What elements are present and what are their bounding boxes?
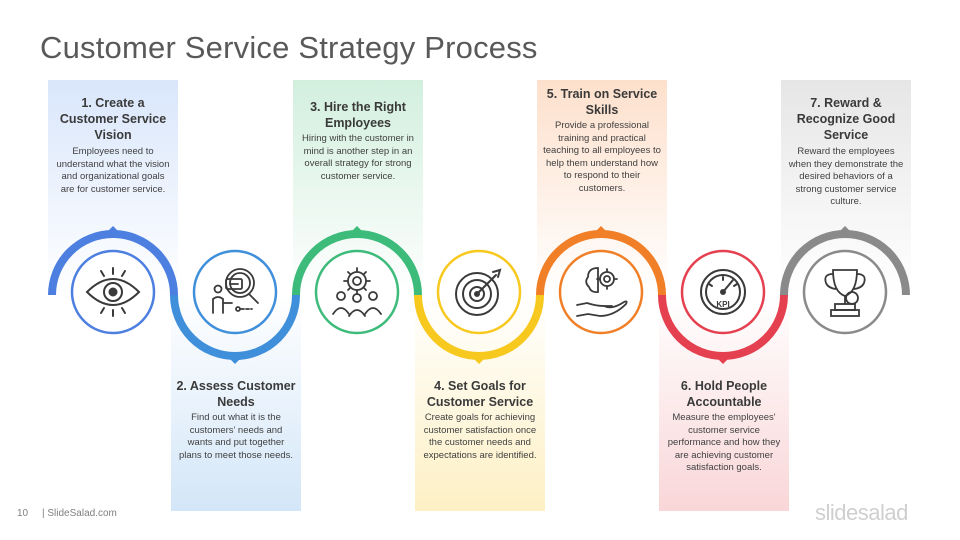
pointer-step-6 bbox=[715, 356, 731, 364]
gear-team-icon bbox=[332, 267, 382, 317]
step-5-description: Provide a professional training and prac… bbox=[543, 120, 661, 194]
trophy-icon bbox=[824, 269, 866, 317]
step-2-description: Find out what it is the customers’ needs… bbox=[178, 412, 294, 461]
step-7-title: 7. Reward & Recognize Good Service bbox=[796, 96, 896, 142]
circle-step-7 bbox=[802, 249, 888, 335]
footer-site: | SlideSalad.com bbox=[42, 508, 117, 519]
page-title: Customer Service Strategy Process bbox=[40, 30, 538, 65]
step-5-title: 5. Train on Service Skills bbox=[546, 87, 658, 117]
eye-icon bbox=[85, 267, 141, 317]
pointer-step-1 bbox=[105, 226, 121, 234]
pointer-step-3 bbox=[349, 226, 365, 234]
pointer-step-4 bbox=[471, 356, 487, 364]
page-number: 10 bbox=[17, 508, 29, 519]
pointer-step-2 bbox=[227, 356, 243, 364]
step-4-description: Create goals for achieving customer sati… bbox=[423, 412, 537, 461]
step-4-title: 4. Set Goals for Customer Service bbox=[426, 379, 534, 409]
step-3-title: 3. Hire the Right Employees bbox=[310, 100, 406, 130]
brain-hand-icon bbox=[576, 267, 628, 317]
step-6-title: 6. Hold People Accountable bbox=[680, 379, 768, 409]
kpi-gauge-icon: KPI bbox=[700, 269, 746, 315]
step-2-title: 2. Assess Customer Needs bbox=[176, 379, 296, 409]
step-6-description: Measure the employees' customer service … bbox=[667, 412, 781, 474]
target-icon bbox=[455, 268, 502, 316]
circle-step-5 bbox=[558, 249, 644, 335]
step-1-panel: 1. Create a Customer Service Vision Empl… bbox=[48, 80, 178, 295]
svg-text:KPI: KPI bbox=[716, 300, 729, 309]
step-1-description: Employees need to understand what the vi… bbox=[56, 146, 170, 195]
step-3-description: Hiring with the customer in mind is anot… bbox=[302, 133, 414, 182]
pointer-step-7 bbox=[837, 226, 853, 234]
step-1-title: 1. Create a Customer Service Vision bbox=[59, 96, 167, 142]
brand-logo: slidesalad bbox=[815, 500, 908, 525]
step-7-description: Reward the employees when they demonstra… bbox=[788, 146, 904, 208]
magnifier-person-icon bbox=[212, 268, 259, 314]
pointer-step-5 bbox=[593, 226, 609, 234]
